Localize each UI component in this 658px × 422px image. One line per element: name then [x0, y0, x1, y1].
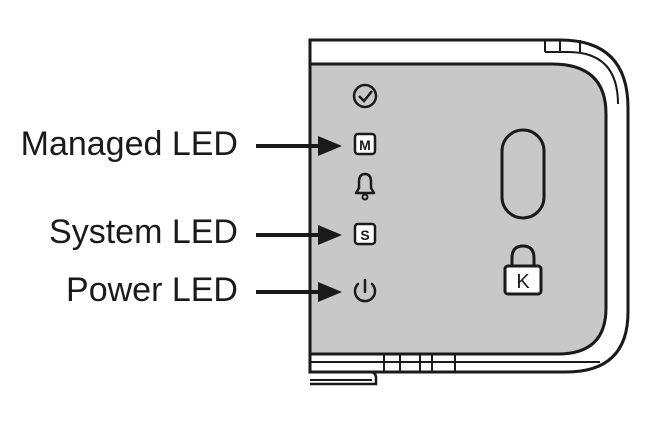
power-icon: [353, 278, 377, 303]
arrow-power: [256, 282, 342, 302]
managed-led-label: Managed LED: [20, 125, 238, 163]
lock-letter: K: [516, 271, 530, 293]
system-led-label: System LED: [49, 213, 238, 251]
check-circle-icon: [352, 83, 378, 109]
bell-icon: [354, 172, 376, 201]
managed-letter: M: [359, 137, 371, 153]
m-square-icon: M: [353, 132, 377, 156]
s-square-icon: S: [353, 222, 377, 246]
kensington-lock-icon: K: [503, 244, 543, 296]
device-body: [308, 38, 630, 386]
power-led-label: Power LED: [66, 271, 238, 309]
arrow-system: [256, 225, 342, 245]
oval-button[interactable]: [500, 128, 546, 220]
system-letter: S: [360, 227, 369, 243]
arrow-managed: [256, 136, 342, 156]
